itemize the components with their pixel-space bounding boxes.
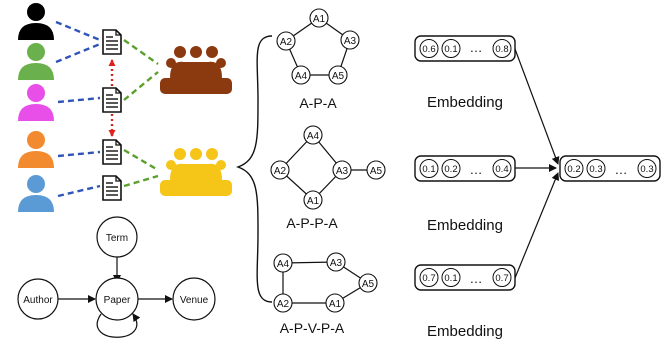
embedding-label: Embedding	[427, 217, 503, 234]
document-icon	[102, 29, 122, 55]
ellipsis: …	[470, 271, 483, 286]
embedding-value: 0.3	[640, 164, 653, 175]
svg-text:Author: Author	[23, 295, 53, 306]
node-label: A4	[277, 259, 290, 270]
metapath-label: A-P-V-P-A	[280, 320, 345, 336]
network-schema: Term Author Paper Venue	[17, 216, 216, 338]
embedding-vector: 0.7 0.1 … 0.7 Embedding	[414, 264, 516, 340]
node-label: A1	[307, 196, 320, 207]
svg-text:Venue: Venue	[180, 295, 209, 306]
schema-node-term: Term	[96, 216, 138, 258]
person-icon	[18, 43, 54, 80]
embedding-value: 0.1	[444, 44, 457, 55]
document-icon	[102, 175, 122, 201]
metapath-graph-apa: A1 A2 A3 A4 A5 A-P-A	[276, 8, 360, 111]
embedding-value: 0.1	[422, 164, 435, 175]
node-label: A2	[280, 37, 293, 48]
embedding-value: 0.8	[495, 44, 508, 55]
svg-text:Term: Term	[106, 233, 128, 244]
node-label: A2	[274, 166, 287, 177]
node-label: A3	[330, 258, 343, 269]
ellipsis: …	[470, 162, 483, 177]
embedding-vector: 0.1 0.2 … 0.4 Embedding	[414, 155, 516, 234]
embedding-value: 0.2	[444, 164, 457, 175]
node-label: A4	[295, 71, 308, 82]
document-icon	[102, 139, 122, 165]
node-label: A5	[332, 71, 345, 82]
embedding-value: 0.1	[444, 273, 457, 284]
embedding-value: 0.4	[495, 164, 508, 175]
metapath-label: A-P-A	[299, 95, 337, 111]
paper-venue-links	[123, 39, 159, 188]
node-label: A1	[313, 14, 326, 25]
ellipsis: …	[470, 40, 483, 55]
author-paper-links	[55, 20, 101, 198]
node-label: A3	[336, 166, 349, 177]
person-icon	[18, 84, 54, 121]
node-label: A4	[307, 131, 320, 142]
document-icon	[102, 87, 122, 113]
metapath-label: A-P-P-A	[286, 215, 338, 231]
embedding-vector: 0.6 0.1 … 0.8 Embedding	[414, 35, 516, 111]
node-label: A2	[277, 299, 290, 310]
person-icon	[18, 3, 54, 40]
node-label: A1	[329, 299, 342, 310]
embedding-value: 0.2	[567, 164, 580, 175]
fused-embedding-vector: 0.2 0.3 … 0.3	[559, 155, 661, 182]
schema-node-author: Author	[17, 278, 59, 320]
schema-node-venue: Venue	[172, 277, 216, 321]
svg-text:Paper: Paper	[104, 295, 131, 306]
metapath-graph-apvpa: A4 A3 A5 A2 A1 A-P-V-P-A	[273, 252, 378, 336]
fusion-arrows	[514, 48, 560, 279]
person-icon	[18, 131, 54, 168]
embedding-label: Embedding	[427, 323, 503, 340]
node-label: A3	[344, 36, 357, 47]
embedding-value: 0.7	[422, 273, 435, 284]
metapath-graph-appa: A4 A2 A3 A5 A1 A-P-P-A	[270, 125, 386, 231]
meeting-group-icon	[160, 46, 232, 94]
schema-node-paper: Paper	[95, 277, 139, 321]
author-persons	[18, 3, 54, 212]
embedding-value: 0.7	[495, 273, 508, 284]
ellipsis: …	[615, 162, 628, 177]
embedding-value: 0.3	[589, 164, 602, 175]
node-label: A5	[370, 166, 383, 177]
person-icon	[18, 175, 54, 212]
brace	[235, 35, 273, 303]
node-label: A5	[362, 279, 375, 290]
meeting-group-icon	[160, 148, 232, 196]
embedding-label: Embedding	[427, 94, 503, 111]
embedding-value: 0.6	[422, 44, 435, 55]
